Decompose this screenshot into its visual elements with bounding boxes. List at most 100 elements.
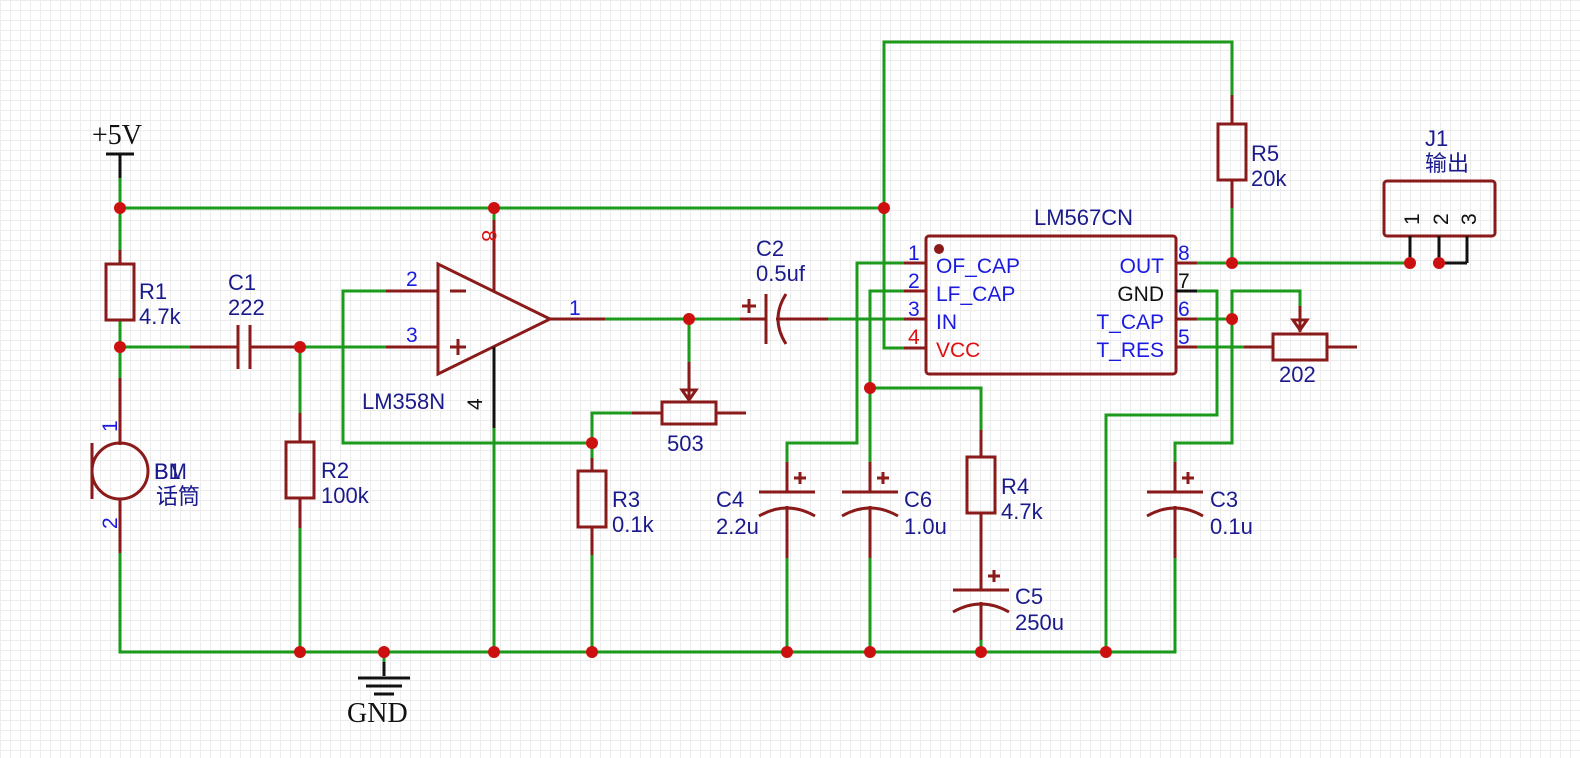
capacitor-c3[interactable]: C3 0.1u bbox=[1146, 462, 1253, 558]
ic-pin1-name: OF_CAP bbox=[936, 255, 1020, 278]
gnd-label: GND bbox=[347, 698, 408, 729]
mic-ref-overlap: B1 bbox=[154, 459, 181, 484]
ic-pin4-name: VCC bbox=[936, 339, 980, 362]
junction bbox=[488, 202, 500, 214]
ic-pin3-name: IN bbox=[936, 311, 957, 334]
junction bbox=[1404, 257, 1416, 269]
ic-lm567cn[interactable]: LM567CN 1 OF_CAP 2 LF_CAP 3 IN 4 VCC 8 O… bbox=[904, 205, 1197, 376]
c1-value: 222 bbox=[228, 295, 265, 320]
junction bbox=[1226, 257, 1238, 269]
r2-ref: R2 bbox=[321, 458, 349, 483]
junction bbox=[864, 646, 876, 658]
capacitor-c5[interactable]: C5 250u bbox=[952, 540, 1064, 640]
vcc-symbol: +5V bbox=[92, 120, 142, 178]
junction bbox=[1226, 313, 1238, 325]
resistor-r4[interactable]: R4 4.7k bbox=[965, 430, 1044, 540]
r3-ref: R3 bbox=[612, 487, 640, 512]
opamp-pin-out: 1 bbox=[569, 297, 581, 320]
c3-value: 0.1u bbox=[1210, 514, 1253, 539]
c5-ref: C5 bbox=[1015, 584, 1043, 609]
junction bbox=[114, 341, 126, 353]
junction bbox=[683, 313, 695, 325]
pot2-value: 202 bbox=[1279, 362, 1316, 387]
r5-value: 20k bbox=[1251, 166, 1287, 191]
mic-pin1: 1 bbox=[99, 420, 122, 432]
junctions bbox=[114, 202, 1445, 658]
ic-pin6-name: T_CAP bbox=[1096, 311, 1164, 334]
c3-ref: C3 bbox=[1210, 487, 1238, 512]
c2-value: 0.5uf bbox=[756, 261, 806, 286]
junction bbox=[114, 202, 126, 214]
r5-ref: R5 bbox=[1251, 141, 1279, 166]
capacitor-c1[interactable]: C1 222 bbox=[190, 270, 300, 369]
junction bbox=[975, 646, 987, 658]
ic-ref: LM567CN bbox=[1034, 205, 1133, 230]
ic-pin8-name: OUT bbox=[1120, 255, 1165, 278]
junction bbox=[1100, 646, 1112, 658]
j1-ref: J1 bbox=[1425, 126, 1448, 151]
c4-value: 2.2u bbox=[716, 514, 759, 539]
c4-ref: C4 bbox=[716, 487, 744, 512]
connector-j1[interactable]: 1 2 3 J1 输出 bbox=[1382, 126, 1497, 265]
c1-ref: C1 bbox=[228, 270, 256, 295]
junction bbox=[864, 382, 876, 394]
j1-pin3: 3 bbox=[1458, 213, 1481, 225]
gnd-symbol: GND bbox=[347, 662, 410, 729]
ic-pin1-num: 1 bbox=[908, 242, 920, 265]
opamp-pin-vcc: 8 bbox=[477, 230, 500, 242]
opamp-ref: LM358N bbox=[362, 389, 445, 414]
ic-pin7-num: 7 bbox=[1178, 270, 1190, 293]
ic-pin5-name: T_RES bbox=[1096, 339, 1164, 362]
r4-value: 4.7k bbox=[1001, 499, 1044, 524]
ic-pin2-name: LF_CAP bbox=[936, 283, 1015, 306]
junction bbox=[586, 437, 598, 449]
ic-pin3-num: 3 bbox=[908, 298, 920, 321]
potentiometer-503[interactable]: 503 bbox=[632, 362, 746, 456]
mic-ref: BM bbox=[154, 459, 187, 484]
r1-value: 4.7k bbox=[139, 304, 182, 329]
pot1-value: 503 bbox=[667, 431, 704, 456]
mic-value: 话筒 bbox=[156, 485, 200, 510]
resistor-r2[interactable]: R2 100k bbox=[284, 413, 370, 528]
junction bbox=[1433, 257, 1445, 269]
ic-pin7-name: GND bbox=[1117, 283, 1164, 306]
capacitor-c2[interactable]: C2 0.5uf bbox=[740, 236, 828, 345]
ic-pin2-num: 2 bbox=[908, 270, 920, 293]
opamp-lm358n[interactable]: 2 3 1 8 4 LM358N bbox=[362, 220, 605, 428]
j1-value: 输出 bbox=[1425, 152, 1469, 177]
r4-ref: R4 bbox=[1001, 474, 1029, 499]
opamp-pin-gnd: 4 bbox=[464, 398, 487, 410]
junction bbox=[488, 646, 500, 658]
ic-pin8-num: 8 bbox=[1178, 242, 1190, 265]
junction bbox=[378, 646, 390, 658]
ic-pin6-num: 6 bbox=[1178, 298, 1190, 321]
opamp-pin-minus: 2 bbox=[406, 268, 418, 291]
junction bbox=[294, 646, 306, 658]
potentiometer-202[interactable]: 202 bbox=[1244, 306, 1357, 387]
junction bbox=[781, 646, 793, 658]
c6-ref: C6 bbox=[904, 487, 932, 512]
j1-pin1: 1 bbox=[1401, 213, 1424, 225]
resistor-r1[interactable]: R1 4.7k bbox=[104, 250, 182, 329]
junction bbox=[586, 646, 598, 658]
junction bbox=[878, 202, 890, 214]
capacitor-c4[interactable]: C4 2.2u bbox=[716, 462, 816, 558]
opamp-pin-plus: 3 bbox=[406, 324, 418, 347]
junction bbox=[294, 341, 306, 353]
r3-value: 0.1k bbox=[612, 512, 655, 537]
c6-value: 1.0u bbox=[904, 514, 947, 539]
ic-pin4-num: 4 bbox=[908, 326, 920, 349]
resistor-r3[interactable]: R3 0.1k bbox=[576, 458, 655, 555]
c2-ref: C2 bbox=[756, 236, 784, 261]
r1-ref: R1 bbox=[139, 279, 167, 304]
ic-pin5-num: 5 bbox=[1178, 326, 1190, 349]
resistor-r5[interactable]: R5 20k bbox=[1216, 95, 1287, 208]
r2-value: 100k bbox=[321, 483, 370, 508]
j1-pin2: 2 bbox=[1430, 213, 1453, 225]
microphone-bm[interactable]: 1 2 B1 BM 话筒 bbox=[90, 378, 200, 553]
c5-value: 250u bbox=[1015, 610, 1064, 635]
mic-pin2: 2 bbox=[99, 517, 122, 529]
vcc-label: +5V bbox=[92, 120, 142, 151]
capacitor-c6[interactable]: C6 1.0u bbox=[841, 462, 947, 558]
